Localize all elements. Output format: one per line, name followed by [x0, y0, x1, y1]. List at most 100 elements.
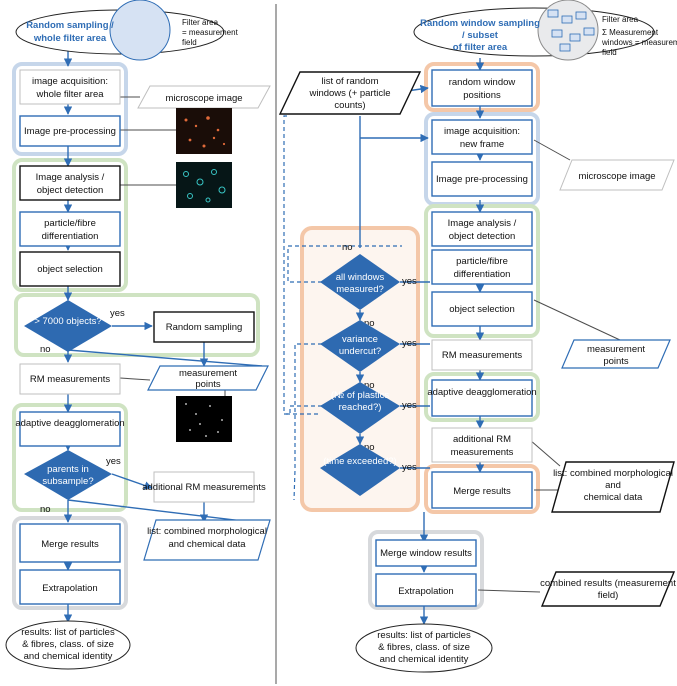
- right-yes-v: yes: [402, 338, 417, 349]
- right-analysis-box: [431, 211, 533, 247]
- right-merge-label: Merge results: [453, 486, 511, 497]
- left-no1: no: [40, 344, 51, 355]
- left-acquisition-line2: whole filter area: [35, 89, 104, 100]
- left-differentiation-box: [19, 211, 121, 247]
- right-additional-rm-box: [431, 427, 533, 463]
- left-merge-label: Merge results: [41, 539, 99, 550]
- left-yes2: yes: [106, 456, 121, 467]
- left-differentiation-line1: particle/fibre: [44, 218, 96, 229]
- left-results-terminal: [5, 620, 131, 670]
- left-differentiation-line2: differentiation: [42, 231, 99, 242]
- right-merge-windows-box: [375, 539, 477, 567]
- left-measurement-points-line1: measurement: [179, 368, 237, 379]
- right-decision-windows: [320, 254, 400, 310]
- right-no-p: no: [364, 442, 375, 453]
- right-selection-box: [431, 291, 533, 327]
- right-window-positions-box: [431, 69, 533, 107]
- right-legend-windows-3: field: [602, 48, 617, 57]
- left-selection-box: [19, 251, 121, 287]
- right-microscope-label: microscope image: [578, 171, 655, 182]
- right-selection-label: object selection: [449, 304, 514, 315]
- left-preprocessing-label: Image pre-processing: [24, 126, 116, 137]
- left-decision-parents-line2: subsample?: [42, 476, 93, 487]
- right-filter-windows: [547, 9, 595, 52]
- right-measurement-points-line2: points: [603, 356, 629, 367]
- group-merge-windows: [368, 530, 484, 610]
- right-rm-box: [431, 339, 533, 371]
- left-output-links: [119, 96, 226, 398]
- right-list-windows-line3: counts): [334, 100, 365, 111]
- left-start-line1: Random sampling /: [26, 20, 114, 31]
- left-points-dots: [185, 403, 223, 437]
- right-start-line2: / subset: [462, 30, 499, 41]
- left-rm-label: RM measurements: [30, 374, 110, 385]
- right-measurement-points-line1: measurement: [587, 344, 645, 355]
- right-dashed-loops: [283, 115, 402, 501]
- left-filter-note-3: field: [182, 38, 197, 47]
- right-additional-rm-line2: measurements: [451, 447, 514, 458]
- right-deagg-line1: adaptive deagglomeration: [427, 387, 536, 398]
- right-differentiation-line1: particle/fibre: [456, 256, 508, 267]
- right-measurement-points-parallelogram: [561, 339, 671, 369]
- left-detection-contours: [183, 169, 226, 203]
- right-results-terminal: [355, 623, 493, 673]
- right-decision-variance: [320, 320, 400, 372]
- left-microscope-particles: [184, 116, 226, 148]
- left-measurement-points-parallelogram: [147, 365, 269, 391]
- left-list-parallelogram: [143, 519, 271, 561]
- right-window-positions-line1: random window: [449, 77, 516, 88]
- left-analysis-line2: object detection: [37, 185, 104, 196]
- left-list-line2: and chemical data: [168, 539, 246, 550]
- left-microscope-label: microscope image: [165, 93, 242, 104]
- right-start-line1: Random window sampling: [420, 18, 540, 29]
- right-decision-plastics: [320, 382, 400, 434]
- right-list-windows-line1: list of random: [321, 76, 378, 87]
- left-detection-thumbnail: [176, 162, 232, 208]
- right-combined-results-line1: combined results (measurement: [540, 578, 676, 589]
- right-decision-variance-line2: undercut?: [339, 346, 381, 357]
- right-no-v: no: [364, 380, 375, 391]
- right-decision-plastics-line1: (№ of plastics: [331, 390, 389, 401]
- right-list-line3: chemical data: [584, 492, 643, 503]
- right-acquisition-line1: image acquisition:: [444, 126, 520, 137]
- left-results-line3: and chemical identity: [24, 651, 113, 662]
- left-no2: no: [40, 504, 51, 515]
- right-extrapolation-label: Extrapolation: [398, 586, 453, 597]
- right-list-windows-line2: windows (+ particle: [308, 88, 390, 99]
- right-no-top: no: [342, 242, 353, 253]
- right-decision-windows-line1: all windows: [336, 272, 385, 283]
- left-additional-rm-label: additional RM measurements: [142, 482, 266, 493]
- right-merge-windows-label: Merge window results: [380, 548, 472, 559]
- left-deagg-line1: adaptive deagglomeration: [15, 418, 124, 429]
- right-rm-label: RM measurements: [442, 350, 522, 361]
- left-filter-note-1: Filter area: [182, 18, 219, 27]
- left-results-line1: results: list of particles: [21, 627, 115, 638]
- left-acquisition-line1: image acquisition:: [32, 76, 108, 87]
- left-decision-objects-line1: > 7000 objects?: [34, 316, 101, 327]
- right-extrapolation-box: [375, 573, 477, 607]
- right-microscope-parallelogram: [559, 159, 675, 191]
- right-analysis-line2: object detection: [449, 231, 516, 242]
- left-decision-parents-line1: parents in: [47, 464, 89, 475]
- right-decision-plastics-line2: reached?): [339, 402, 382, 413]
- right-deagglomeration-box: [431, 379, 533, 417]
- right-decision-windows-line2: measured?: [336, 284, 384, 295]
- right-decision-time-line1: (time exceeded?): [323, 456, 396, 467]
- left-measurement-points-line2: points: [195, 379, 221, 390]
- right-legend-windows-1: Σ Measurement: [602, 28, 659, 37]
- left-list-line1: list: combined morphological: [147, 526, 267, 537]
- right-window-positions-line2: positions: [463, 90, 501, 101]
- right-differentiation-line2: differentiation: [454, 269, 511, 280]
- left-start-terminal: [15, 0, 225, 61]
- right-yes-w: yes: [402, 276, 417, 287]
- left-merge-box: [19, 523, 121, 563]
- right-analysis-line1: Image analysis /: [448, 218, 517, 229]
- left-random-sampling-box: [153, 311, 255, 343]
- right-list-line2: and: [605, 480, 621, 491]
- right-merge-box: [431, 471, 533, 509]
- right-additional-rm-line1: additional RM: [453, 434, 511, 445]
- right-output-links: [477, 139, 621, 593]
- left-selection-label: object selection: [37, 264, 102, 275]
- right-acquisition-box: [431, 119, 533, 155]
